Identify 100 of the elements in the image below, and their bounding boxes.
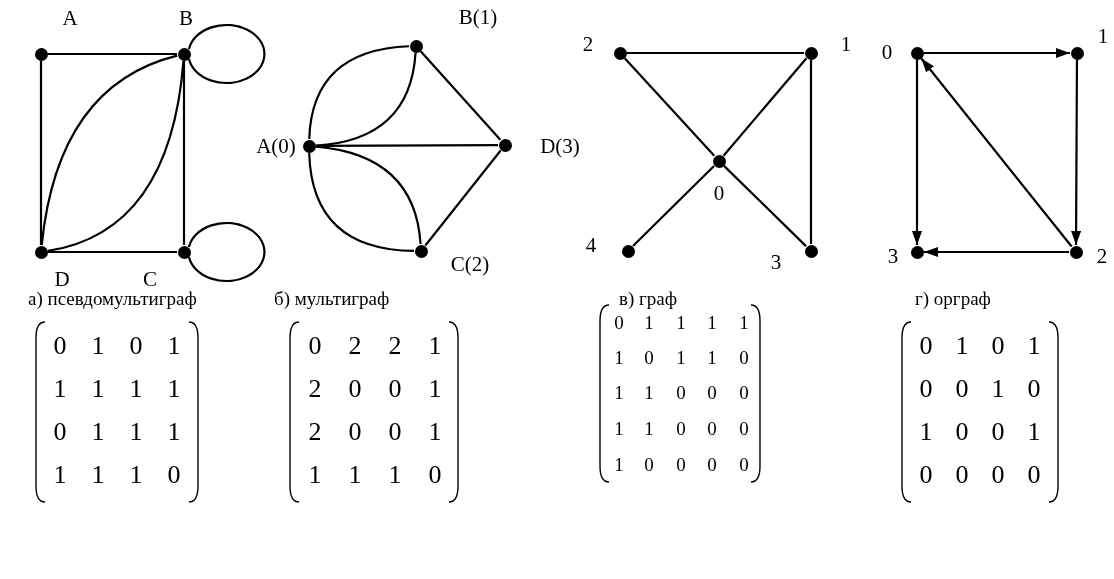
matrix-entry: 0 — [644, 347, 654, 367]
matrix-entry: 0 — [955, 462, 969, 488]
vertex-dot — [498, 138, 512, 152]
vertex-dot — [910, 245, 924, 259]
edge-line — [187, 221, 266, 283]
matrix-entry: 1 — [1027, 333, 1041, 359]
matrix-entry: 1 — [167, 419, 181, 445]
matrix-entry: 1 — [91, 333, 105, 359]
matrix-entry: 1 — [91, 419, 105, 445]
vertex-dot — [177, 245, 191, 259]
vertex-dot — [712, 154, 726, 168]
edge-line — [623, 57, 716, 157]
matrix-entry: 1 — [919, 419, 933, 445]
vertex-dot — [34, 245, 48, 259]
matrix-entry: 0 — [739, 382, 749, 402]
matrix-entry: 0 — [428, 462, 442, 488]
edge-line — [723, 165, 807, 247]
graph-caption: а) псевдомультиграф — [28, 289, 197, 308]
matrix-entry: 0 — [739, 454, 749, 474]
matrix-entry: 0 — [991, 333, 1005, 359]
matrix-entry: 0 — [348, 376, 362, 402]
matrix-entry: 0 — [991, 462, 1005, 488]
vertex-dot — [613, 46, 627, 60]
matrix-entry: 0 — [707, 418, 717, 438]
matrix-entry: 1 — [644, 312, 654, 332]
matrix-entry: 1 — [676, 347, 686, 367]
matrix-entry: 1 — [707, 347, 717, 367]
edge-line — [722, 57, 808, 157]
vertex-label: 2 — [1096, 245, 1108, 267]
vertex-label: 1 — [840, 33, 852, 55]
edge-line — [187, 23, 266, 85]
vertex-label: C — [143, 268, 157, 290]
matrix-entry: 0 — [739, 347, 749, 367]
matrix-entry: 1 — [955, 333, 969, 359]
matrix-entry: 1 — [129, 462, 143, 488]
matrix-entry: 0 — [53, 333, 67, 359]
vertex-label: 0 — [713, 182, 725, 204]
arrow — [920, 57, 1073, 248]
vertex-dot — [302, 139, 316, 153]
matrix-entry: 1 — [739, 312, 749, 332]
edge-line — [39, 61, 43, 245]
graph-caption: в) граф — [619, 289, 678, 308]
matrix-entry: 0 — [676, 454, 686, 474]
vertex-label: 4 — [585, 234, 597, 256]
matrix-entry: 0 — [676, 382, 686, 402]
matrix-entry: 1 — [129, 419, 143, 445]
edge-line — [316, 143, 498, 148]
matrix-entry: 1 — [614, 382, 624, 402]
arrow — [912, 60, 922, 245]
edge-line — [809, 60, 813, 244]
matrix-entry: 0 — [388, 376, 402, 402]
matrix-entry: 1 — [614, 347, 624, 367]
matrix-entry: 1 — [53, 462, 67, 488]
edge-line — [48, 250, 177, 254]
matrix-entry: 1 — [614, 418, 624, 438]
vertex-label: 3 — [770, 251, 782, 273]
matrix-entry: 0 — [739, 418, 749, 438]
vertex-dot — [621, 244, 635, 258]
matrix-entry: 1 — [53, 376, 67, 402]
vertex-label: D(3) — [540, 135, 580, 157]
edge-line — [315, 145, 422, 245]
matrix-entry: 1 — [644, 418, 654, 438]
matrix-entry: 0 — [129, 333, 143, 359]
matrix-entry: 1 — [388, 462, 402, 488]
vertex-dot — [414, 244, 428, 258]
edge-line — [315, 52, 417, 147]
matrix-entry: 1 — [348, 462, 362, 488]
matrix-entry: 1 — [1027, 419, 1041, 445]
matrix-entry: 0 — [348, 419, 362, 445]
vertex-label: B — [179, 7, 193, 29]
vertex-dot — [910, 46, 924, 60]
matrix-entry: 0 — [53, 419, 67, 445]
matrix-entry: 0 — [167, 462, 181, 488]
vertex-dot — [34, 47, 48, 61]
matrix-entry: 1 — [991, 376, 1005, 402]
vertex-dot — [1069, 245, 1083, 259]
edge-line — [308, 45, 410, 140]
matrix-entry: 1 — [428, 376, 442, 402]
matrix-entry: 0 — [919, 462, 933, 488]
matrix-entry: 0 — [1027, 376, 1041, 402]
vertex-label: D — [54, 268, 70, 290]
matrix-entry: 1 — [167, 376, 181, 402]
matrix-entry: 1 — [129, 376, 143, 402]
vertex-label: A(0) — [256, 135, 296, 157]
matrix-entry: 0 — [707, 382, 717, 402]
vertex-label: 0 — [881, 41, 893, 63]
matrix-entry: 0 — [676, 418, 686, 438]
matrix-entry: 0 — [991, 419, 1005, 445]
matrix-entry: 2 — [308, 419, 322, 445]
matrix-entry: 0 — [388, 419, 402, 445]
matrix-entry: 0 — [1027, 462, 1041, 488]
vertex-dot — [804, 46, 818, 60]
matrix-entry: 0 — [919, 376, 933, 402]
matrix-entry: 0 — [644, 454, 654, 474]
matrix-entry: 0 — [308, 333, 322, 359]
vertex-label: 3 — [887, 245, 899, 267]
graph-caption: г) орграф — [915, 289, 991, 308]
matrix-entry: 1 — [614, 454, 624, 474]
matrix-entry: 0 — [707, 454, 717, 474]
edge-line — [424, 149, 502, 247]
